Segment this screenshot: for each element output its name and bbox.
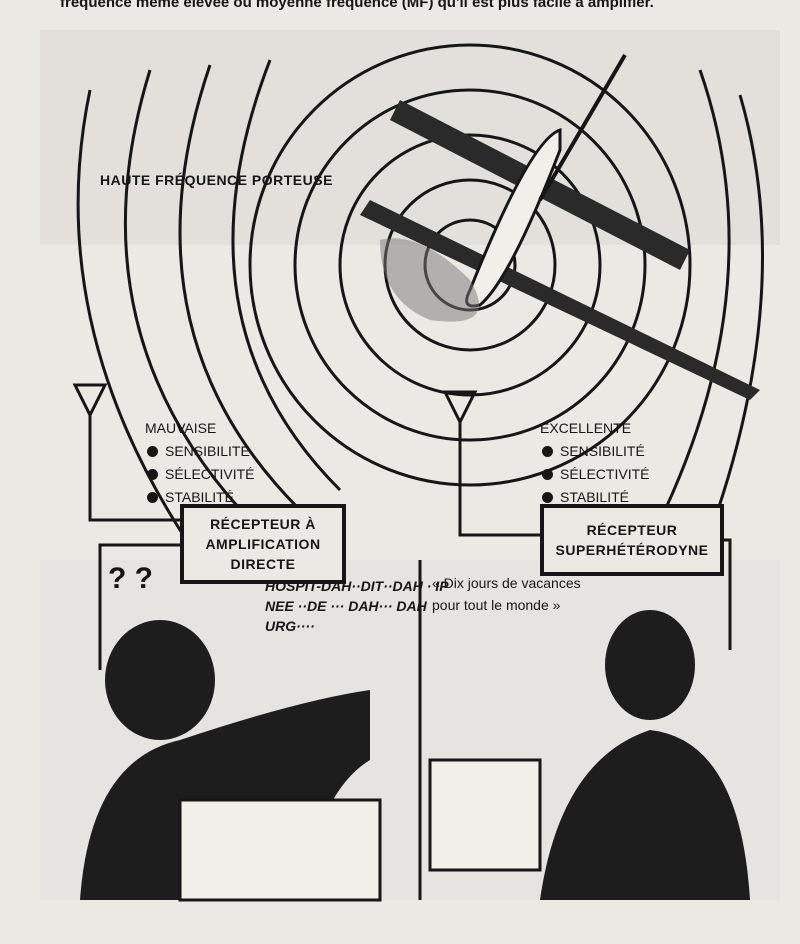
left-quality-label: MAUVAISE [145,420,217,436]
criterion: SENSIBILITÉ [540,440,649,463]
left-operator-figure [80,620,382,902]
garbled-line: NEE ··DE ··· DAH··· DAH [265,598,427,614]
box-line: DIRECTE [230,556,296,572]
garbled-line: HOSPIT-DAH··DIT··DAH · IP [265,578,449,594]
superheterodyne-receiver-box: RÉCEPTEUR SUPERHÉTÉRODYNE [540,504,724,576]
box-line: RÉCEPTEUR [586,522,678,538]
airplane-icon [360,53,760,400]
message-line: pour tout le monde » [432,597,561,613]
right-quality-list: EXCELLENTE SENSIBILITÉ SÉLECTIVITÉ STABI… [540,417,649,509]
right-operator-figure [428,610,750,900]
direct-amplification-receiver-box: RÉCEPTEUR À AMPLIFICATION DIRECTE [180,504,346,584]
criterion: STABILITÉ [540,486,649,509]
criterion: SÉLECTIVITÉ [540,463,649,486]
message-line: « Dix jours de vacances [432,575,581,591]
clear-message: « Dix jours de vacances pour tout le mon… [432,572,581,616]
radio-waves [76,43,764,561]
box-line: AMPLIFICATION [205,536,321,552]
garbled-message: HOSPIT-DAH··DIT··DAH · IP NEE ··DE ··· D… [265,576,449,636]
right-quality-label: EXCELLENTE [540,420,632,436]
question-marks: ? ? [108,562,153,595]
left-quality-list: MAUVAISE SENSIBILITÉ SÉLECTIVITÉ STABILI… [145,417,254,509]
box-line: RÉCEPTEUR À [210,516,316,532]
garbled-line: URG···· [265,618,315,634]
criterion: SENSIBILITÉ [145,440,254,463]
carrier-label: HAUTE FRÉQUENCE PORTEUSE [100,172,333,188]
criterion: STABILITÉ [145,486,254,509]
top-paragraph-text: fréquence même élevée ou moyenne fréquen… [60,0,654,11]
criterion: SÉLECTIVITÉ [145,463,254,486]
show-through-background [40,30,780,245]
box-line: SUPERHÉTÉRODYNE [555,542,709,558]
